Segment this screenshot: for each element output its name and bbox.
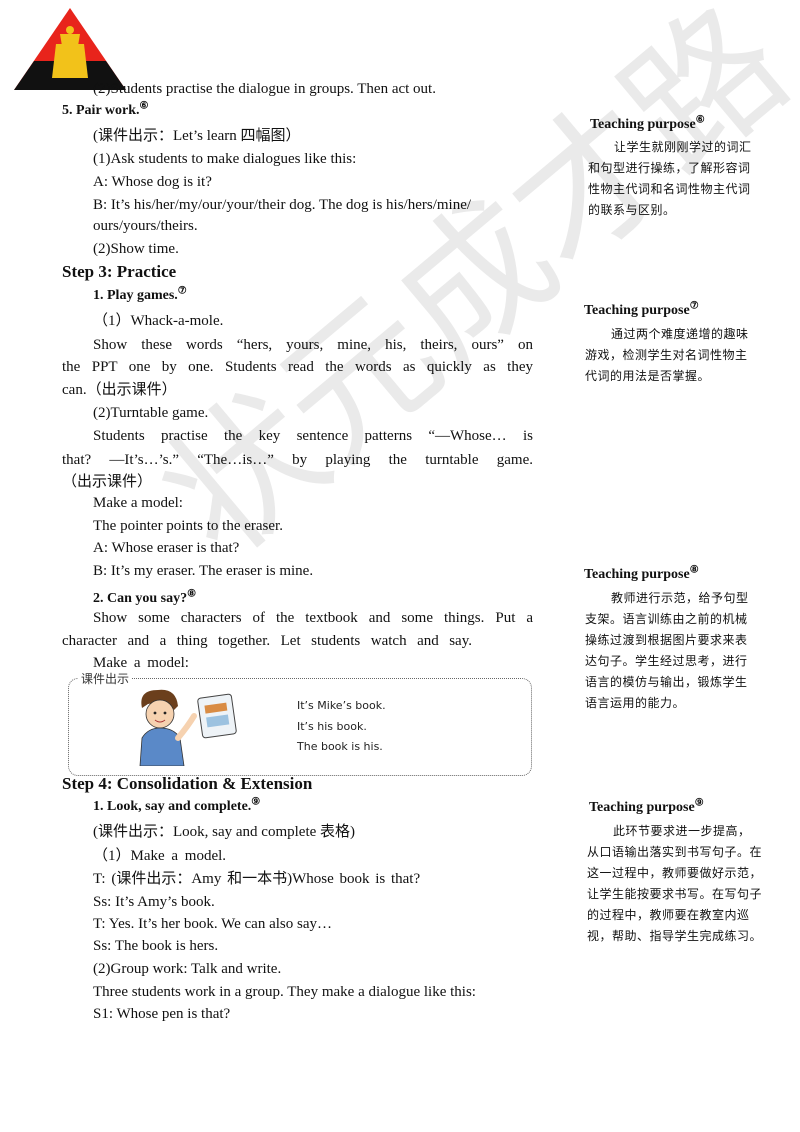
text-line: Ss: It’s Amy’s book. (93, 894, 215, 910)
heading-text: 1. Play games. (93, 288, 178, 303)
text-line: can.（出示课件） (62, 382, 177, 398)
footnote-marker: ⑥ (139, 100, 149, 112)
teaching-purpose-body: 让学生就刚刚学过的词汇和句型进行操练，了解形容词性物主代词和名词性物主代词的联系… (588, 140, 752, 217)
footnote-marker: ⑥ (695, 114, 705, 126)
footnote-marker: ⑨ (694, 797, 704, 809)
text-line: that? —It’s…’s.” “The…is…” by playing th… (62, 452, 533, 468)
text-line: A: Whose eraser is that? (93, 540, 240, 556)
text-line: Show these words “hers, yours, mine, his… (93, 337, 533, 353)
teaching-purpose-heading: Teaching purpose⑥ (590, 114, 705, 133)
courseware-line: The book is his. (297, 740, 383, 753)
text-line: Ss: The book is hers. (93, 938, 219, 954)
section-heading-play-games: 1. Play games.⑦ (93, 285, 187, 304)
footnote-marker: ⑦ (177, 285, 187, 297)
text-line: character and a thing together. Let stud… (62, 633, 472, 649)
footnote-marker: ⑦ (689, 300, 699, 312)
boy-with-book-illustration (139, 689, 237, 766)
text-line: (2)Group work: Talk and write. (93, 961, 282, 977)
text-line: (课件出示：Let’s learn 四幅图） (93, 128, 301, 144)
section-heading-can-you-say: 2. Can you say?⑧ (93, 588, 197, 607)
footnote-marker: ⑨ (251, 796, 261, 808)
teaching-purpose-heading: Teaching purpose⑦ (584, 300, 699, 319)
text-line: Make a model: (93, 495, 183, 511)
text-line: T: Yes. It’s her book. We can also say… (93, 916, 332, 932)
teaching-purpose-heading: Teaching purpose⑧ (584, 564, 699, 583)
courseware-label: 课件出示 (78, 670, 133, 687)
text-line: （1）Make a model. (93, 848, 227, 864)
section-heading-look-say: 1. Look, say and complete.⑨ (93, 796, 261, 815)
text-line: (2)Turntable game. (93, 405, 209, 421)
section-heading-pair-work: 5. Pair work.⑥ (62, 100, 149, 119)
heading-text: 1. Look, say and complete. (93, 799, 252, 814)
footnote-marker: ⑧ (187, 588, 197, 600)
heading-text: 2. Can you say? (93, 591, 188, 606)
courseware-box (68, 678, 532, 776)
heading-text: Teaching purpose (584, 567, 690, 582)
step-heading-consolidation: Step 4: Consolidation & Extension (62, 774, 313, 793)
teaching-purpose-body: 教师进行示范，给予句型支架。语言训练由之前的机械操练过渡到根据图片要求来表达句子… (585, 591, 749, 710)
text-line: Show some characters of the textbook and… (93, 610, 533, 626)
teaching-purpose-body: 通过两个难度递增的趣味游戏，检测学生对名词性物主代词的用法是否掌握。 (585, 327, 749, 383)
teaching-purpose-heading: Teaching purpose⑨ (589, 797, 704, 816)
text-line: Make a model: (93, 655, 189, 671)
heading-text: 5. Pair work. (62, 103, 140, 118)
text-line: Three students work in a group. They mak… (93, 984, 476, 1000)
text-line: （1）Whack-a-mole. (93, 313, 224, 329)
heading-text: Teaching purpose (589, 800, 695, 815)
teaching-purpose-body: 此环节要求进一步提高，从口语输出落实到书写句子。在这一过程中，教师要做好示范，让… (587, 824, 763, 943)
text-line: Students practise the key sentence patte… (93, 428, 533, 444)
text-line: (2)Show time. (93, 241, 179, 257)
text-line: B: It’s his/her/my/our/your/their dog. T… (93, 197, 472, 213)
step-heading-practice: Step 3: Practice (62, 262, 177, 281)
footnote-marker: ⑧ (689, 564, 699, 576)
publisher-logo (14, 8, 126, 90)
text-line: B: It’s my eraser. The eraser is mine. (93, 563, 314, 579)
text-line: S1: Whose pen is that? (93, 1006, 231, 1022)
courseware-line: It’s his book. (297, 720, 367, 733)
text-line: (1)Ask students to make dialogues like t… (93, 151, 357, 167)
courseware-line: It’s Mike’s book. (297, 699, 386, 712)
heading-text: Teaching purpose (590, 117, 696, 132)
text-line: A: Whose dog is it? (93, 174, 212, 190)
text-line: （出示课件） (62, 474, 153, 490)
text-line: T: (课件出示：Amy 和一本书)Whose book is that? (93, 871, 421, 887)
heading-text: Teaching purpose (584, 303, 690, 318)
text-line: (课件出示：Look, say and complete 表格) (93, 824, 356, 840)
text-line: ours/yours/theirs. (93, 218, 198, 234)
text-line: (2)Students practise the dialogue in gro… (93, 81, 436, 97)
text-line: The pointer points to the eraser. (93, 518, 283, 534)
text-line: the PPT one by one. Students read the wo… (62, 359, 533, 375)
